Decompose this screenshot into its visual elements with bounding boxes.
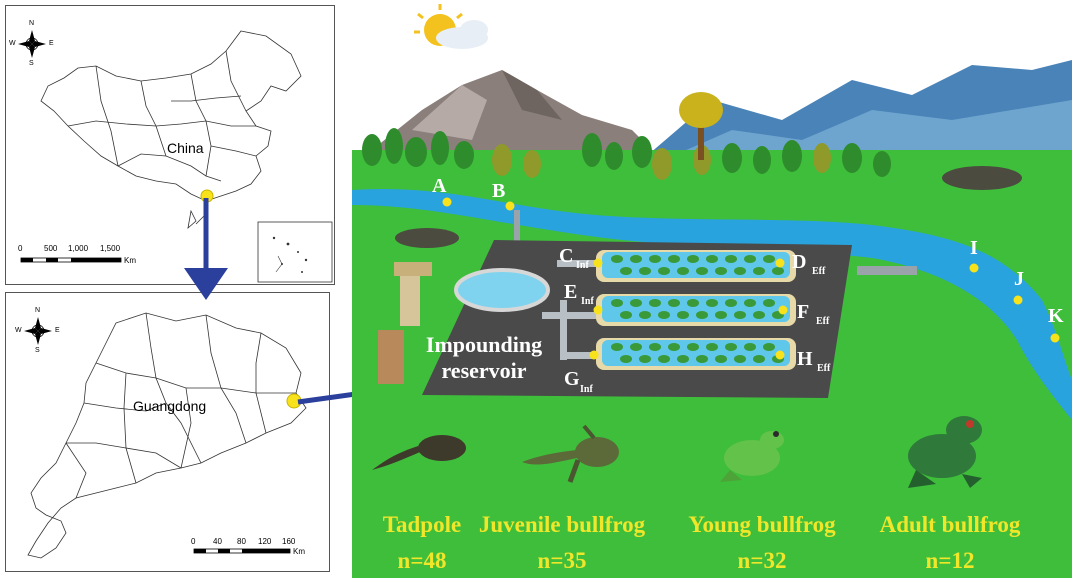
guangdong-map-panel: Guangdong 0 40 80 120 160 Km N S W E: [5, 292, 330, 572]
site-sub-e: Inf: [581, 296, 594, 307]
site-sub-g: Inf: [580, 384, 593, 395]
scale-unit: Km: [293, 547, 305, 556]
scale-tick: 1,000: [68, 244, 89, 253]
river: [352, 189, 1072, 420]
site-label-a: A: [432, 175, 447, 197]
compass-n: N: [29, 20, 35, 27]
site-label-i: I: [970, 237, 978, 259]
scale-tick: 160: [282, 537, 296, 546]
scale-tick: 40: [213, 537, 222, 546]
study-site-illustration: Impounding reservoir A B C D E F G H I J…: [352, 0, 1072, 578]
site-label-h: H: [797, 348, 813, 370]
compass-rose-icon: [24, 317, 52, 345]
scene-svg: Impounding reservoir A B C D E F G H I J…: [352, 0, 1072, 578]
compass-n: N: [35, 307, 41, 314]
scale-tick: 500: [44, 244, 58, 253]
stage-count-young: n=32: [738, 548, 787, 573]
compass-w: W: [15, 327, 22, 334]
site-label-d: D: [792, 251, 806, 273]
sun-icon: [414, 4, 488, 49]
bullfrog-ponds: [596, 250, 796, 370]
compass-e: E: [55, 327, 60, 334]
stage-count-tadpole: n=48: [398, 548, 447, 573]
site-sub-c: Inf: [576, 260, 589, 271]
scale-tick: 0: [18, 244, 23, 253]
tadpole-icon: [372, 435, 466, 470]
site-label-c: C: [559, 245, 573, 267]
reservoir-label-line2: reservoir: [441, 358, 526, 383]
building: [394, 262, 432, 276]
compass-s: S: [35, 347, 40, 354]
site-label-f: F: [797, 301, 809, 323]
impounding-reservoir-tank: [454, 268, 550, 312]
scale-unit: Km: [124, 256, 136, 265]
young-bullfrog-icon: [720, 431, 784, 482]
stage-count-juvenile: n=35: [538, 548, 587, 573]
sample-points: [442, 197, 1060, 360]
stage-name-tadpole: Tadpole: [383, 512, 461, 537]
china-map-panel: China 0 500 1,000 1,500 Km N S W E: [5, 5, 335, 285]
big-tree-icon: [679, 92, 723, 128]
compass-e: E: [49, 40, 54, 47]
site-label-j: J: [1014, 268, 1024, 290]
site-sub-d: Eff: [812, 266, 826, 277]
scale-tick: 1,500: [100, 244, 121, 253]
china-label: China: [167, 140, 204, 156]
stage-count-adult: n=12: [926, 548, 975, 573]
scale-tick: 80: [237, 537, 246, 546]
site-label-e: E: [564, 281, 577, 303]
reservoir-label-line1: Impounding: [426, 332, 542, 357]
guangdong-map: [24, 312, 307, 559]
guangdong-label: Guangdong: [133, 398, 207, 414]
adult-bullfrog-icon: [908, 416, 982, 488]
stage-name-adult: Adult bullfrog: [880, 512, 1021, 537]
tree-line: [352, 92, 1072, 248]
stage-name-young: Young bullfrog: [688, 512, 836, 537]
juvenile-bullfrog-icon: [522, 424, 619, 483]
compass-rose-icon: [18, 30, 46, 58]
scale-tick: 120: [258, 537, 272, 546]
scale-tick: 0: [191, 537, 196, 546]
site-sub-h: Eff: [817, 363, 831, 374]
compass-w: W: [9, 40, 16, 47]
site-label-k: K: [1048, 305, 1064, 327]
site-label-g: G: [564, 368, 580, 390]
stage-name-juvenile: Juvenile bullfrog: [479, 512, 646, 537]
down-arrow-head: [184, 268, 228, 300]
site-sub-f: Eff: [816, 316, 830, 327]
site-label-b: B: [492, 180, 505, 202]
compass-s: S: [29, 60, 34, 67]
